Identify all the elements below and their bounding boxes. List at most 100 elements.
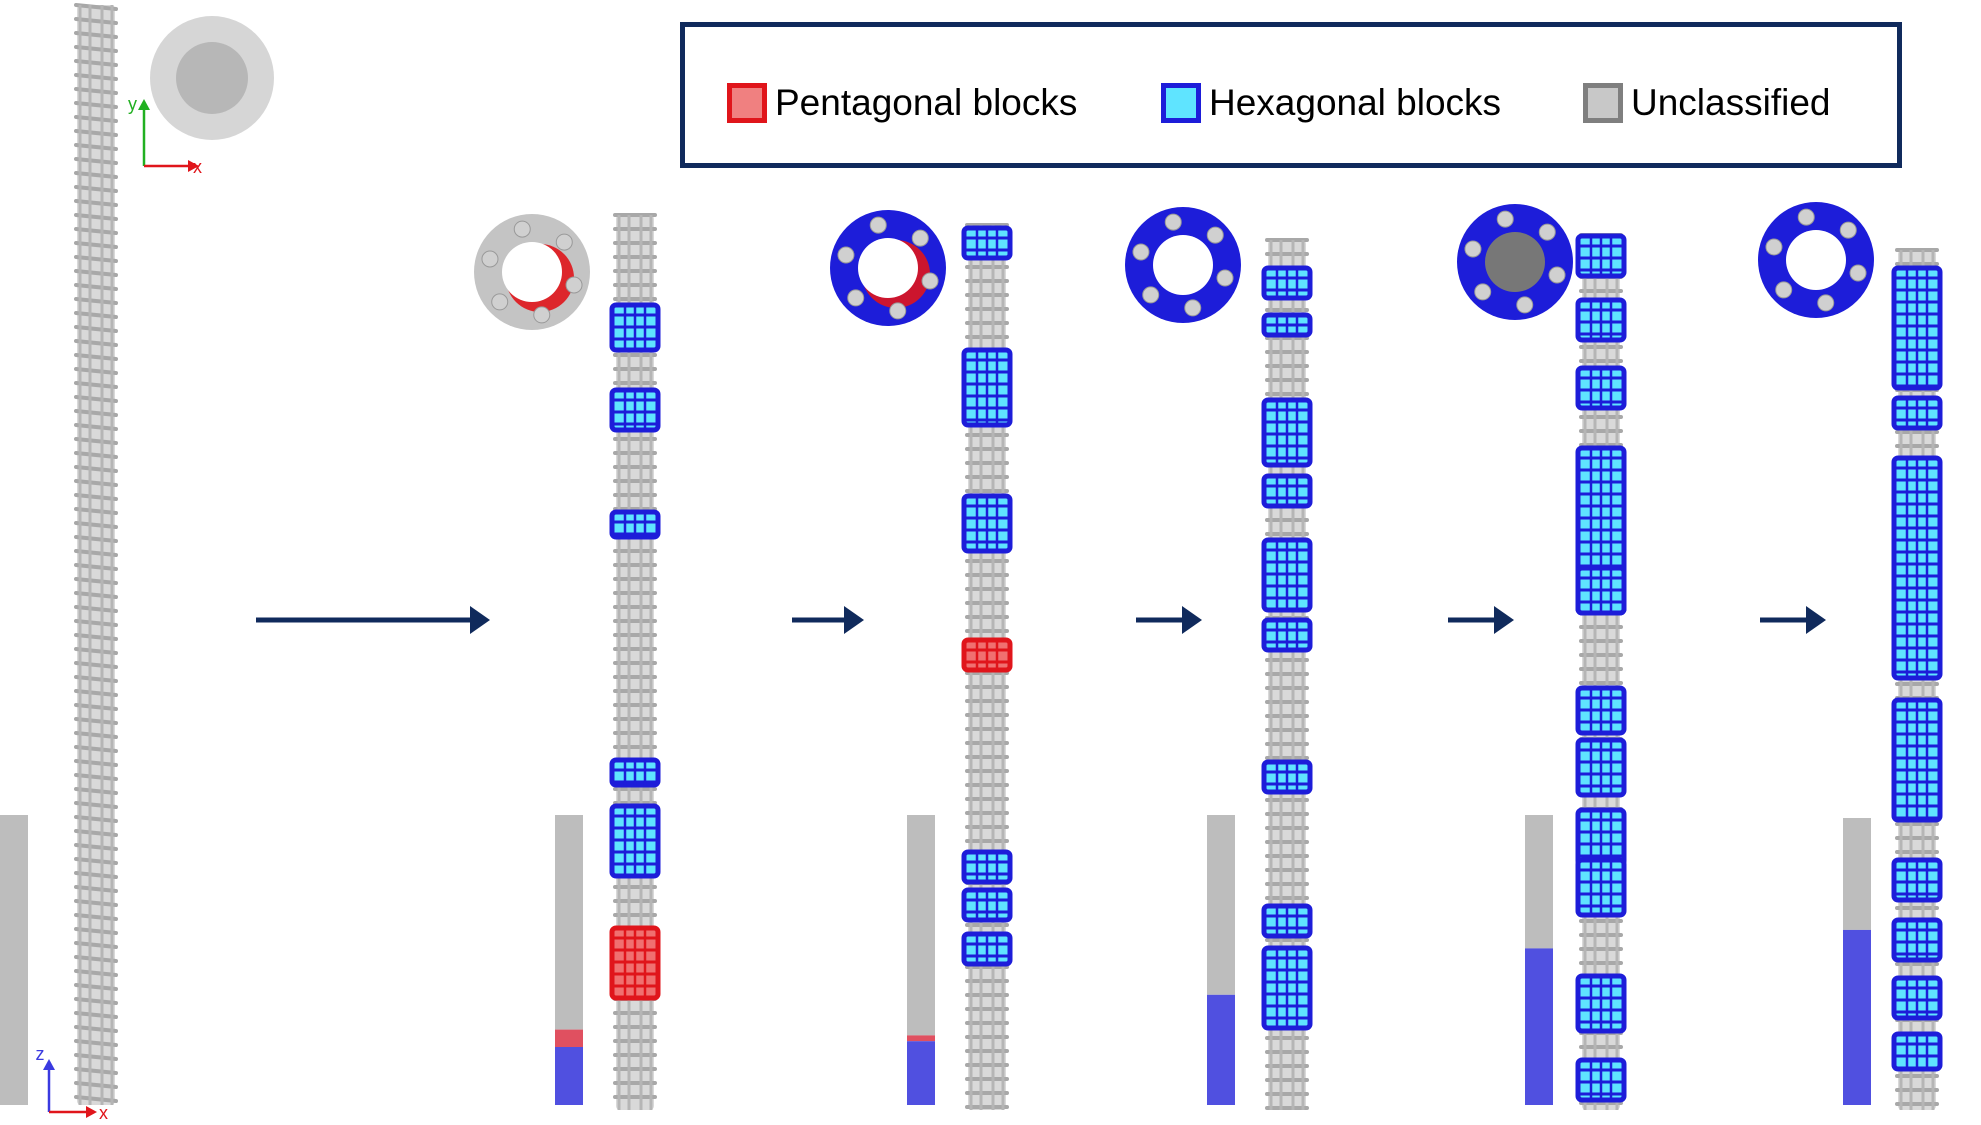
tube-rung — [74, 171, 118, 179]
tube-rung — [74, 1025, 118, 1033]
cross-section-node — [869, 216, 887, 234]
tube-rung — [74, 325, 118, 333]
tube-rung — [74, 1011, 118, 1019]
cross-section-node — [1184, 299, 1202, 317]
tube-rung — [74, 199, 118, 207]
tube-rung — [74, 479, 118, 487]
tube-rung — [74, 395, 118, 403]
tube-rung — [74, 745, 118, 753]
tube-rung — [74, 73, 118, 81]
tube-rung — [74, 577, 118, 585]
tube-rung — [74, 423, 118, 431]
x-axis-label-bottom: x — [99, 1103, 108, 1123]
unclassified-fraction-bar — [1843, 818, 1871, 930]
stage-5 — [1758, 202, 1943, 1110]
cross-section-node — [1817, 294, 1835, 312]
tube-rung — [74, 451, 118, 459]
hexagonal-fraction-bar — [1843, 929, 1871, 1105]
cross-section-node — [1775, 281, 1793, 299]
tube-rung — [74, 535, 118, 543]
cross-section-hole — [1153, 235, 1213, 295]
tube-rung — [74, 857, 118, 865]
tube-rung — [74, 241, 118, 249]
tube-rung — [74, 563, 118, 571]
tube-rung — [74, 885, 118, 893]
tube-rung — [74, 129, 118, 137]
tube-rung — [74, 773, 118, 781]
arrow-3-head — [1182, 606, 1202, 634]
tube-rung — [74, 465, 118, 473]
tube-rung — [74, 367, 118, 375]
arrow-4-head — [1494, 606, 1514, 634]
pentagonal-fraction-bar — [555, 1029, 583, 1047]
cross-section-node — [1164, 213, 1182, 231]
tube-rung — [74, 941, 118, 949]
tube-rung — [74, 521, 118, 529]
tube-rung — [74, 1095, 118, 1103]
cross-section-node — [889, 302, 907, 320]
y-axis-label: y — [128, 94, 137, 114]
hexagonal-fraction-bar — [1525, 948, 1553, 1105]
tube-rung — [74, 1039, 118, 1047]
tube-rung — [74, 339, 118, 347]
y-axis-arrowhead — [138, 99, 150, 110]
tube-rung — [74, 717, 118, 725]
zx-axis-triad: z x — [36, 1044, 109, 1123]
tube-rung — [74, 59, 118, 67]
cross-section-node — [1464, 240, 1482, 258]
tube-rung — [74, 997, 118, 1005]
tube-rung — [74, 185, 118, 193]
cross-section-node — [481, 250, 499, 268]
tube-rung — [74, 787, 118, 795]
arrow-2-head — [844, 606, 864, 634]
tube-rung — [74, 87, 118, 95]
tube-rung — [74, 591, 118, 599]
hexagonal-swatch-icon — [1161, 83, 1201, 123]
stage-1 — [474, 213, 661, 1110]
tube-rung — [74, 899, 118, 907]
tube-rung — [74, 731, 118, 739]
hexagonal-fraction-bar — [907, 1041, 935, 1105]
unclassified-fraction-bar — [1207, 815, 1235, 995]
tube-rung — [74, 983, 118, 991]
hexagonal-fraction-bar — [555, 1047, 583, 1105]
cross-section-node — [1216, 269, 1234, 287]
tube-rung — [74, 843, 118, 851]
cross-section-node — [491, 293, 509, 311]
tube-rung — [74, 913, 118, 921]
tube-rung — [74, 31, 118, 39]
unclassified-fraction-bar — [555, 815, 583, 1030]
legend-item-unclassified: Unclassified — [1583, 82, 1830, 124]
z-axis-label: z — [36, 1044, 45, 1064]
tube-rung — [74, 549, 118, 557]
legend-label-hexagonal: Hexagonal blocks — [1209, 82, 1502, 123]
cross-section-node — [847, 289, 865, 307]
cross-section-node — [1765, 238, 1783, 256]
tube-rung — [74, 647, 118, 655]
tube-rung — [74, 619, 118, 627]
x-axis-arrowhead-bottom — [86, 1106, 97, 1118]
tube-rung — [74, 45, 118, 53]
arrow-1-head — [470, 606, 490, 634]
tube-rung — [74, 801, 118, 809]
cross-section-node — [1206, 226, 1224, 244]
cross-section-node — [1496, 210, 1514, 228]
tube-rung — [74, 227, 118, 235]
unclassified-fraction-bar — [1525, 815, 1553, 949]
cross-section-core — [176, 42, 248, 114]
cross-section-node — [513, 220, 531, 238]
tube-rung — [74, 255, 118, 263]
stage-3 — [1125, 207, 1313, 1110]
legend-item-pentagonal: Pentagonal blocks — [727, 82, 1077, 124]
legend-item-hexagonal: Hexagonal blocks — [1161, 82, 1501, 124]
cross-section-node — [533, 306, 551, 324]
arrow-5-head — [1806, 606, 1826, 634]
tube-rung — [74, 675, 118, 683]
tube-rung — [74, 115, 118, 123]
cross-section-node — [1538, 223, 1556, 241]
cross-section-hole — [1485, 232, 1545, 292]
tube-rung — [74, 381, 118, 389]
tube-rung — [74, 101, 118, 109]
stage-2 — [830, 210, 1013, 1110]
